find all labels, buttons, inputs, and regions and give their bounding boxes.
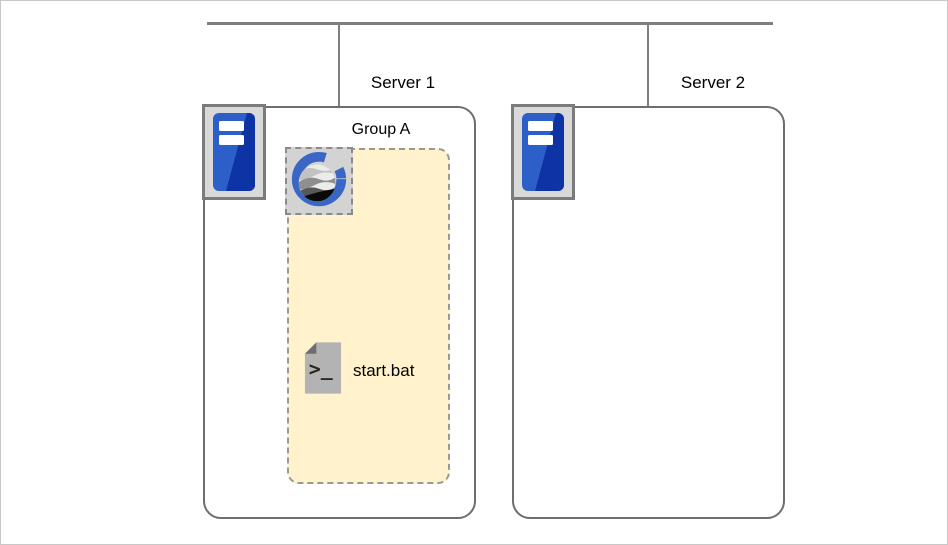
terminal-prompt-glyph: >_: [309, 357, 333, 381]
server2-connector-line: [647, 24, 649, 108]
script-label: start.bat: [353, 361, 415, 380]
server2-label: Server 2: [680, 73, 746, 92]
server-rack-icon: [202, 104, 266, 200]
server1-connector-line: [338, 24, 340, 107]
network-bus: [207, 22, 773, 25]
server1-label: Server 1: [370, 73, 436, 92]
geoserver-icon: [285, 147, 353, 215]
batch-file-icon: >_: [304, 341, 342, 395]
server-rack-icon: [511, 104, 575, 200]
group-a-label: Group A: [351, 121, 411, 138]
